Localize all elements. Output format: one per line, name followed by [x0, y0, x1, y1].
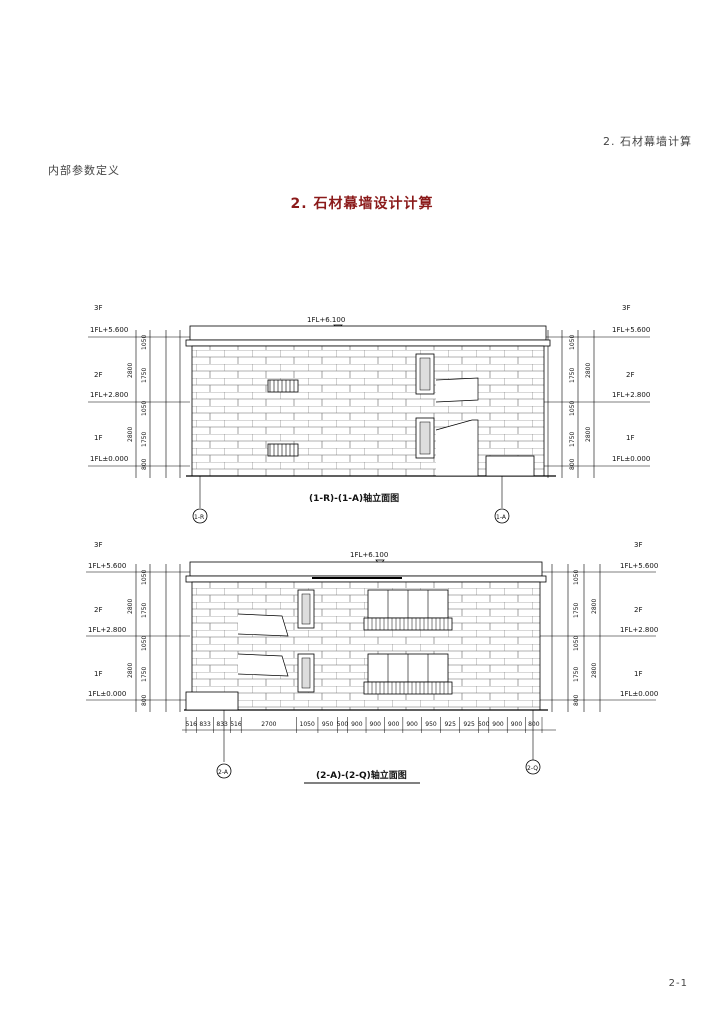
e2-level-2800-right: 1FL+2.800 [620, 626, 658, 634]
e1-level-2800-right: 1FL+2.800 [612, 391, 650, 399]
e2-axis-right: 2-Q [527, 765, 538, 772]
e1-dim-1050: 1050 [141, 335, 148, 350]
e2-dim-2800b: 2800 [127, 663, 134, 678]
e2-dim-r-2800b: 2800 [591, 663, 598, 678]
e2-level-5600-left: 1FL+5.600 [88, 562, 126, 570]
e1-dim-1050b: 1050 [141, 401, 148, 416]
bottom-dim-label: 900 [351, 721, 363, 728]
page-number: 2-1 [668, 978, 688, 989]
e1-floor-2f-right: 2F [626, 371, 634, 379]
e2-dim-1750: 1750 [141, 603, 148, 618]
bottom-dim-label: 833 [216, 721, 228, 728]
e2-caption: (2-A)-(2-Q)轴立面图 [316, 769, 407, 781]
bottom-dim-label: 516 [230, 721, 242, 728]
bottom-dim-label: 516 [186, 721, 198, 728]
bottom-dim-label: 1050 [300, 721, 315, 728]
e2-level-2800-left: 1FL+2.800 [88, 626, 126, 634]
e2-floor-1f-left: 1F [94, 670, 102, 678]
e1-dim-2800b: 2800 [127, 427, 134, 442]
e2-dim-r-1750: 1750 [573, 603, 580, 618]
e2-dim-r-1050: 1050 [573, 570, 580, 585]
section-header-right: 2. 石材幕墙计算 [603, 135, 692, 148]
elevation-1: 3F 2F 1F 1FL+5.600 1FL+2.800 1FL±0.000 3… [88, 304, 650, 524]
e2-axis-left: 2-A [218, 769, 229, 776]
bottom-dim-label: 925 [444, 721, 456, 728]
e1-axis-left: 1-R [194, 514, 204, 521]
bottom-dim-label: 900 [492, 721, 504, 728]
section-header-left: 内部参数定义 [48, 164, 120, 177]
e2-dim-r-800: 800 [573, 694, 580, 706]
bottom-dim-label: 925 [463, 721, 475, 728]
e1-floor-1f-right: 1F [626, 434, 634, 442]
e1-dim-r-2800b: 2800 [585, 427, 592, 442]
bottom-dim-label: 800 [528, 721, 540, 728]
e1-dim-2800: 2800 [127, 363, 134, 378]
e1-axis-right: 1-A [496, 514, 507, 521]
e1-floor-3f-right: 3F [622, 304, 630, 312]
bottom-dim-label: 950 [322, 721, 334, 728]
e1-level-2800-left: 1FL+2.800 [90, 391, 128, 399]
e2-level-5600-right: 1FL+5.600 [620, 562, 658, 570]
bottom-dim-label: 900 [511, 721, 523, 728]
e1-top-level: 1FL+6.100 [307, 316, 345, 324]
e1-caption: (1-R)-(1-A)轴立面图 [309, 492, 399, 504]
e2-floor-3f-right: 3F [634, 541, 642, 549]
bottom-dim-label: 833 [199, 721, 211, 728]
bottom-dim-label: 500 [337, 721, 349, 728]
e2-dim-1750b: 1750 [141, 667, 148, 682]
e1-dim-r-1050: 1050 [569, 335, 576, 350]
e1-level-0000-right: 1FL±0.000 [612, 455, 650, 463]
e1-floor-2f-left: 2F [94, 371, 102, 379]
e2-dim-800: 800 [141, 694, 148, 706]
e2-dim-1050: 1050 [141, 570, 148, 585]
e1-floor-3f-left: 3F [94, 304, 102, 312]
e1-level-0000-left: 1FL±0.000 [90, 455, 128, 463]
e2-floor-2f-left: 2F [94, 606, 102, 614]
e2-level-0000-right: 1FL±0.000 [620, 690, 658, 698]
e1-floor-1f-left: 1F [94, 434, 102, 442]
e2-floor-2f-right: 2F [634, 606, 642, 614]
e1-dim-1750: 1750 [141, 368, 148, 383]
bottom-dim-label: 900 [406, 721, 418, 728]
e2-dim-1050b: 1050 [141, 636, 148, 651]
e2-level-0000-left: 1FL±0.000 [88, 690, 126, 698]
bottom-dim-label: 950 [425, 721, 437, 728]
e2-top-level: 1FL+6.100 [350, 551, 388, 559]
e2-floor-1f-right: 1F [634, 670, 642, 678]
e1-dim-r-1050b: 1050 [569, 401, 576, 416]
bottom-dim-label: 900 [370, 721, 382, 728]
e2-dim-r-2800: 2800 [591, 599, 598, 614]
bottom-dim-label: 2700 [261, 721, 276, 728]
e1-level-5600-left: 1FL+5.600 [90, 326, 128, 334]
e2-dim-r-1050b: 1050 [573, 636, 580, 651]
e1-dim-r-1750: 1750 [569, 368, 576, 383]
e2-dim-2800: 2800 [127, 599, 134, 614]
e2-dim-r-1750b: 1750 [573, 667, 580, 682]
e1-dim-r-1750b: 1750 [569, 432, 576, 447]
e1-dim-r-800: 800 [569, 458, 576, 470]
page-title: 2. 石材幕墙设计计算 [290, 196, 434, 212]
elevation-2: 3F 2F 1F 1FL+5.600 1FL+2.800 1FL±0.000 3… [86, 541, 658, 784]
e1-dim-800: 800 [141, 458, 148, 470]
bottom-dim-label: 500 [478, 721, 490, 728]
e2-floor-3f-left: 3F [94, 541, 102, 549]
e1-level-5600-right: 1FL+5.600 [612, 326, 650, 334]
bottom-dim-label: 900 [388, 721, 400, 728]
e1-dim-1750b: 1750 [141, 432, 148, 447]
e1-dim-r-2800: 2800 [585, 363, 592, 378]
